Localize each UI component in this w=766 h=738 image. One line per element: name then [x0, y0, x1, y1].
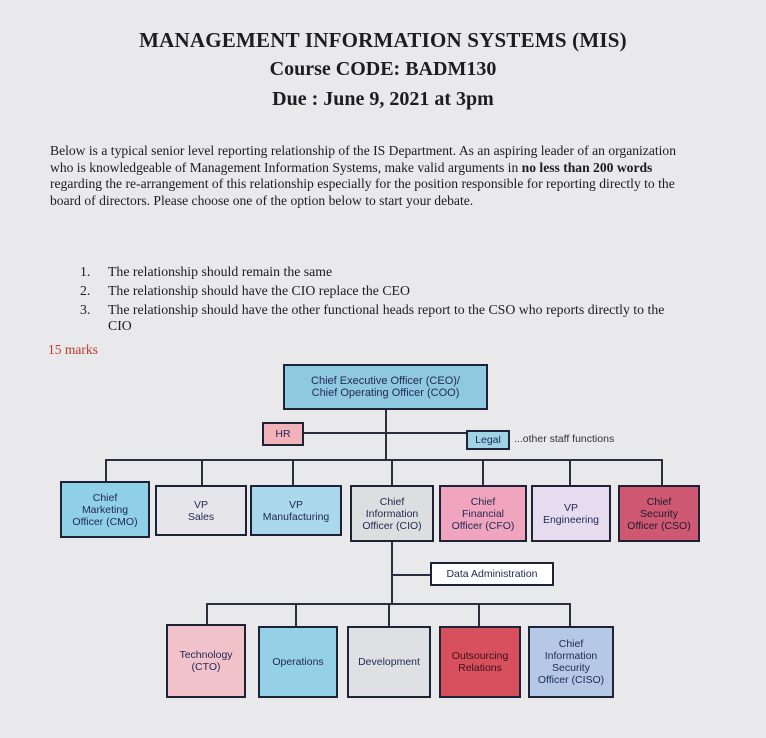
instructions-text-1: Below is a typical senior level reportin… — [50, 143, 677, 175]
connector-line — [391, 459, 393, 486]
cto-box: Technology (CTO) — [166, 624, 246, 698]
connector-line — [298, 432, 470, 434]
option-number: 2. — [80, 283, 91, 298]
cfo-box: Chief Financial Officer (CFO) — [439, 485, 527, 542]
vp-engineering-box: VP Engineering — [531, 485, 611, 542]
connector-line — [206, 603, 208, 627]
marks-label: 15 marks — [48, 342, 98, 357]
due-date: Due : June 9, 2021 at 3pm — [272, 88, 494, 110]
option-number: 3. — [80, 302, 91, 317]
legal-box: Legal — [466, 430, 510, 450]
connector-line — [201, 459, 203, 486]
connector-line — [388, 603, 390, 627]
vp-manufacturing-box: VP Manufacturing — [250, 485, 342, 536]
option-2: 2. The relationship should have the CIO … — [80, 283, 700, 299]
hr-box: HR — [262, 422, 304, 446]
cmo-box: Chief Marketing Officer (CMO) — [60, 481, 150, 538]
option-text: The relationship should have the CIO rep… — [108, 283, 410, 298]
cio-box: Chief Information Officer (CIO) — [350, 485, 434, 542]
option-1: 1. The relationship should remain the sa… — [80, 264, 700, 280]
connector-line — [569, 603, 571, 627]
connector-line — [569, 459, 571, 486]
connector-line — [391, 542, 393, 604]
connector-line — [295, 603, 297, 627]
course-code: Course CODE: BADM130 — [269, 58, 497, 80]
connector-line — [385, 408, 387, 460]
operations-box: Operations — [258, 626, 338, 698]
data-administration-box: Data Administration — [430, 562, 554, 586]
connector-line — [478, 603, 480, 627]
option-text: The relationship should remain the same — [108, 264, 333, 279]
option-text: The relationship should have the other f… — [108, 302, 665, 333]
connector-line — [292, 459, 294, 486]
connector-line — [105, 459, 107, 483]
outsourcing-relations-box: Outsourcing Relations — [439, 626, 521, 698]
connector-line — [661, 459, 663, 486]
cso-box: Chief Security Officer (CSO) — [618, 485, 700, 542]
option-3: 3. The relationship should have the othe… — [80, 302, 700, 336]
connector-line — [482, 459, 484, 486]
option-number: 1. — [80, 264, 91, 279]
vp-sales-box: VP Sales — [155, 485, 247, 536]
other-staff-note: ...other staff functions — [514, 433, 615, 445]
development-box: Development — [347, 626, 431, 698]
instructions-text-2: regarding the re-arrangement of this rel… — [50, 176, 675, 208]
connector-line — [391, 574, 431, 576]
document-title: MANAGEMENT INFORMATION SYSTEMS (MIS) — [139, 28, 627, 52]
ciso-box: Chief Information Security Officer (CISO… — [528, 626, 614, 698]
ceo-coo-box: Chief Executive Officer (CEO)/ Chief Ope… — [283, 364, 488, 410]
connector-line — [105, 459, 663, 461]
instructions-paragraph: Below is a typical senior level reportin… — [50, 143, 690, 209]
instructions-word-count: no less than 200 words — [521, 159, 653, 175]
